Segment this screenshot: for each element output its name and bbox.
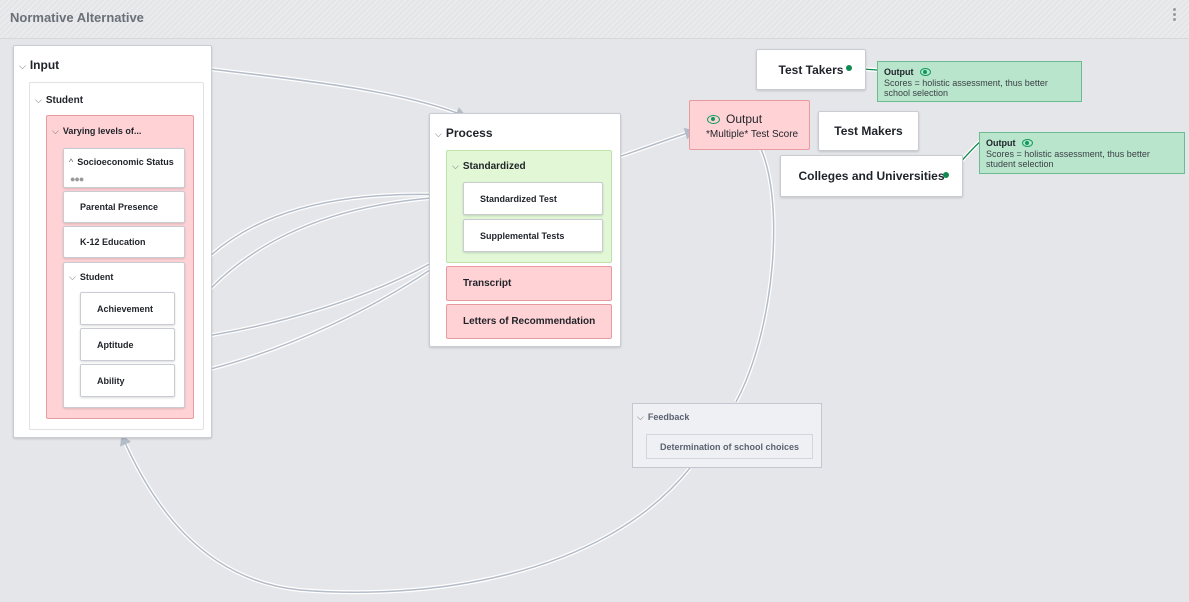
page-title: Normative Alternative	[10, 10, 144, 25]
standardized-test-label: Standardized Test	[480, 194, 557, 204]
colleges-label: Colleges and Universities	[798, 169, 945, 183]
test-makers-node[interactable]: Test Makers	[818, 111, 919, 151]
nested-student-title: Student	[79, 272, 114, 282]
process-title: Process	[445, 126, 493, 140]
note-text: Scores = holistic assessment, thus bette…	[884, 78, 1048, 98]
standardized-test-item[interactable]: Standardized Test	[463, 182, 603, 215]
colleges-node[interactable]: Colleges and Universities	[780, 155, 963, 197]
chevron-down-icon[interactable]: ⌵	[435, 129, 442, 139]
test-takers-label: Test Takers	[778, 62, 844, 77]
feedback-item-label: Determination of school choices	[659, 441, 800, 452]
ability-label: Ability	[97, 376, 125, 386]
feedback-title: Feedback	[647, 412, 690, 422]
output-note-colleges[interactable]: Output Scores = holistic assessment, thu…	[979, 132, 1185, 174]
k12-education-label: K-12 Education	[80, 237, 146, 247]
connector-output-feedback	[735, 146, 775, 403]
achievement-item[interactable]: Achievement	[80, 292, 175, 325]
chevron-down-icon[interactable]: ⌵	[452, 161, 459, 171]
test-makers-label: Test Makers	[834, 124, 903, 138]
ellipsis-icon[interactable]: ●●●	[70, 174, 84, 184]
standardized-title: Standardized	[462, 161, 526, 172]
socioeconomic-status-label: Socioeconomic Status	[77, 157, 174, 167]
output-title: Output	[726, 112, 763, 126]
ability-item[interactable]: Ability	[80, 364, 175, 397]
more-options-icon[interactable]	[1171, 8, 1177, 23]
feedback-item[interactable]: Determination of school choices	[646, 434, 813, 459]
transcript-item[interactable]: Transcript	[446, 266, 612, 301]
chevron-down-icon[interactable]: ⌵	[69, 272, 76, 282]
eye-icon[interactable]	[1021, 139, 1033, 147]
note-text: Scores = holistic assessment, thus bette…	[986, 149, 1150, 169]
output-node[interactable]: Output *Multiple* Test Score	[689, 100, 810, 150]
connector-dot	[943, 172, 949, 178]
connector-dot	[846, 65, 852, 71]
connector-aptitude-supp	[177, 240, 470, 341]
title-bar: Normative Alternative	[0, 0, 1189, 39]
transcript-label: Transcript	[463, 278, 512, 289]
eye-icon[interactable]	[707, 114, 720, 124]
letters-item[interactable]: Letters of Recommendation	[446, 304, 612, 339]
student-title: Student	[45, 95, 84, 106]
achievement-label: Achievement	[97, 304, 154, 314]
k12-education-item[interactable]: K-12 Education	[63, 226, 185, 258]
parental-presence-label: Parental Presence	[80, 202, 159, 212]
socioeconomic-status-item[interactable]: ^Socioeconomic Status ●●●	[63, 148, 185, 188]
supplemental-tests-item[interactable]: Supplemental Tests	[463, 219, 603, 252]
supplemental-tests-label: Supplemental Tests	[480, 231, 565, 241]
varying-title: Varying levels of...	[62, 126, 142, 136]
aptitude-label: Aptitude	[97, 340, 134, 350]
connector-standardized-output	[611, 127, 696, 160]
note-title: Output	[884, 67, 914, 77]
chevron-down-icon[interactable]: ⌵	[637, 412, 644, 422]
chevron-down-icon[interactable]: ⌵	[19, 61, 26, 71]
connector-input-process	[209, 68, 467, 119]
connector-feedback-input	[120, 434, 691, 594]
output-subtitle: *Multiple* Test Score	[706, 129, 799, 140]
input-title: Input	[29, 58, 60, 72]
letters-label: Letters of Recommendation	[463, 316, 596, 327]
eye-icon[interactable]	[919, 68, 931, 76]
chevron-down-icon[interactable]: ⌵	[52, 126, 59, 136]
aptitude-item[interactable]: Aptitude	[80, 328, 175, 361]
chevron-down-icon[interactable]: ⌵	[35, 95, 42, 105]
parental-presence-item[interactable]: Parental Presence	[63, 191, 185, 223]
chevron-up-icon[interactable]: ^	[69, 157, 74, 167]
feedback-node[interactable]: ⌵Feedback Determination of school choice…	[632, 403, 822, 468]
output-note-test-takers[interactable]: Output Scores = holistic assessment, thu…	[877, 61, 1082, 102]
note-title: Output	[986, 138, 1016, 148]
